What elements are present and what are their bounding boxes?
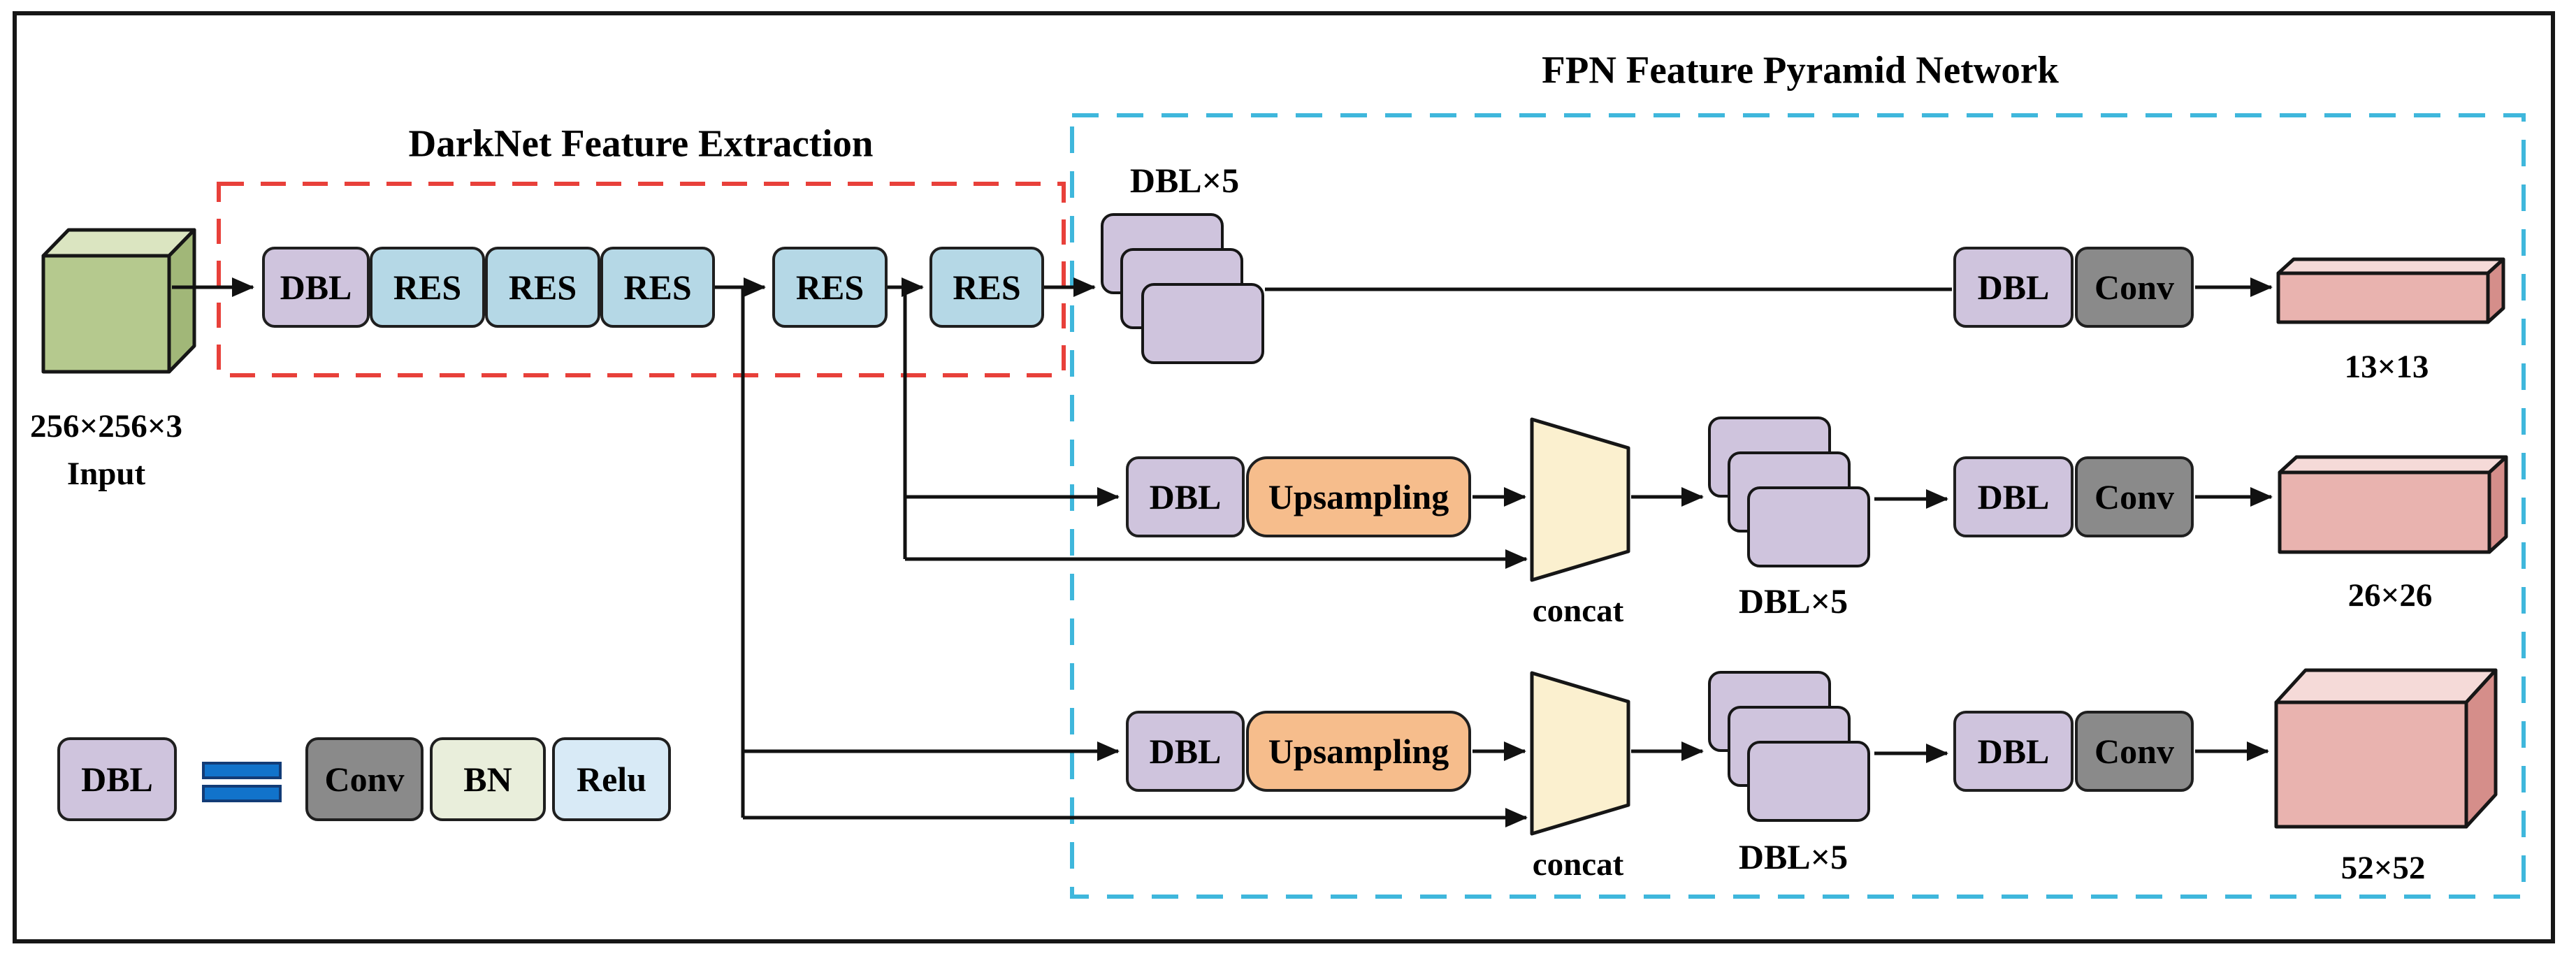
connector-lines	[172, 277, 2273, 827]
fpn-dashed-box	[1070, 113, 2526, 899]
output-26x26-label: 26×26	[2347, 577, 2433, 614]
legend-dbl-block: DBL	[57, 737, 177, 821]
mid-upsampling-block: Upsampling	[1246, 456, 1471, 537]
head26-conv-block: Conv	[2075, 456, 2194, 537]
input-dims-label: 256×256×3	[29, 408, 183, 444]
legend-relu-block: Relu	[552, 737, 671, 821]
concat-label-mid: concat	[1532, 593, 1624, 629]
concat-trapezoid-mid	[1530, 417, 1630, 582]
feature-map-52x52	[2274, 668, 2498, 829]
darknet-title: DarkNet Feature Extraction	[408, 122, 874, 165]
feature-map-13x13	[2276, 257, 2505, 324]
output-13x13-label: 13×13	[2344, 349, 2429, 385]
chain-res-block-1: RES	[370, 247, 485, 328]
dbl-stack-bottom	[1708, 671, 1870, 822]
dbl-x5-label-mid: DBL×5	[1738, 581, 1848, 621]
head52-dbl-block: DBL	[1953, 711, 2074, 792]
input-cube	[41, 228, 196, 374]
legend-bn-block: BN	[430, 737, 546, 821]
bottom-upsampling-block: Upsampling	[1246, 711, 1471, 792]
input-label: Input	[66, 456, 146, 492]
legend-conv-block: Conv	[305, 737, 424, 821]
chain-dbl-block: DBL	[262, 247, 370, 328]
chain-res-block-4: RES	[772, 247, 888, 328]
outer-border	[13, 11, 2555, 943]
dbl-stack-mid	[1708, 417, 1870, 567]
darknet-dashed-box	[217, 182, 1066, 377]
head13-dbl-block: DBL	[1953, 247, 2074, 328]
feature-map-26x26	[2278, 455, 2508, 554]
dbl-x5-label-bottom: DBL×5	[1738, 837, 1848, 876]
fpn-title: FPN Feature Pyramid Network	[1542, 48, 2059, 92]
concat-trapezoid-bottom	[1530, 671, 1630, 836]
output-52x52-label: 52×52	[2340, 850, 2426, 886]
chain-res-block-2: RES	[485, 247, 600, 328]
chain-res-block-5: RES	[929, 247, 1044, 328]
dbl-stack-top	[1101, 213, 1264, 364]
chain-res-block-3: RES	[600, 247, 715, 328]
bottom-dbl-block: DBL	[1126, 711, 1245, 792]
head52-conv-block: Conv	[2075, 711, 2194, 792]
head26-dbl-block: DBL	[1953, 456, 2074, 537]
concat-label-bottom: concat	[1532, 846, 1624, 883]
dbl-x5-label-top: DBL×5	[1129, 161, 1240, 200]
mid-dbl-block: DBL	[1126, 456, 1245, 537]
head13-conv-block: Conv	[2075, 247, 2194, 328]
